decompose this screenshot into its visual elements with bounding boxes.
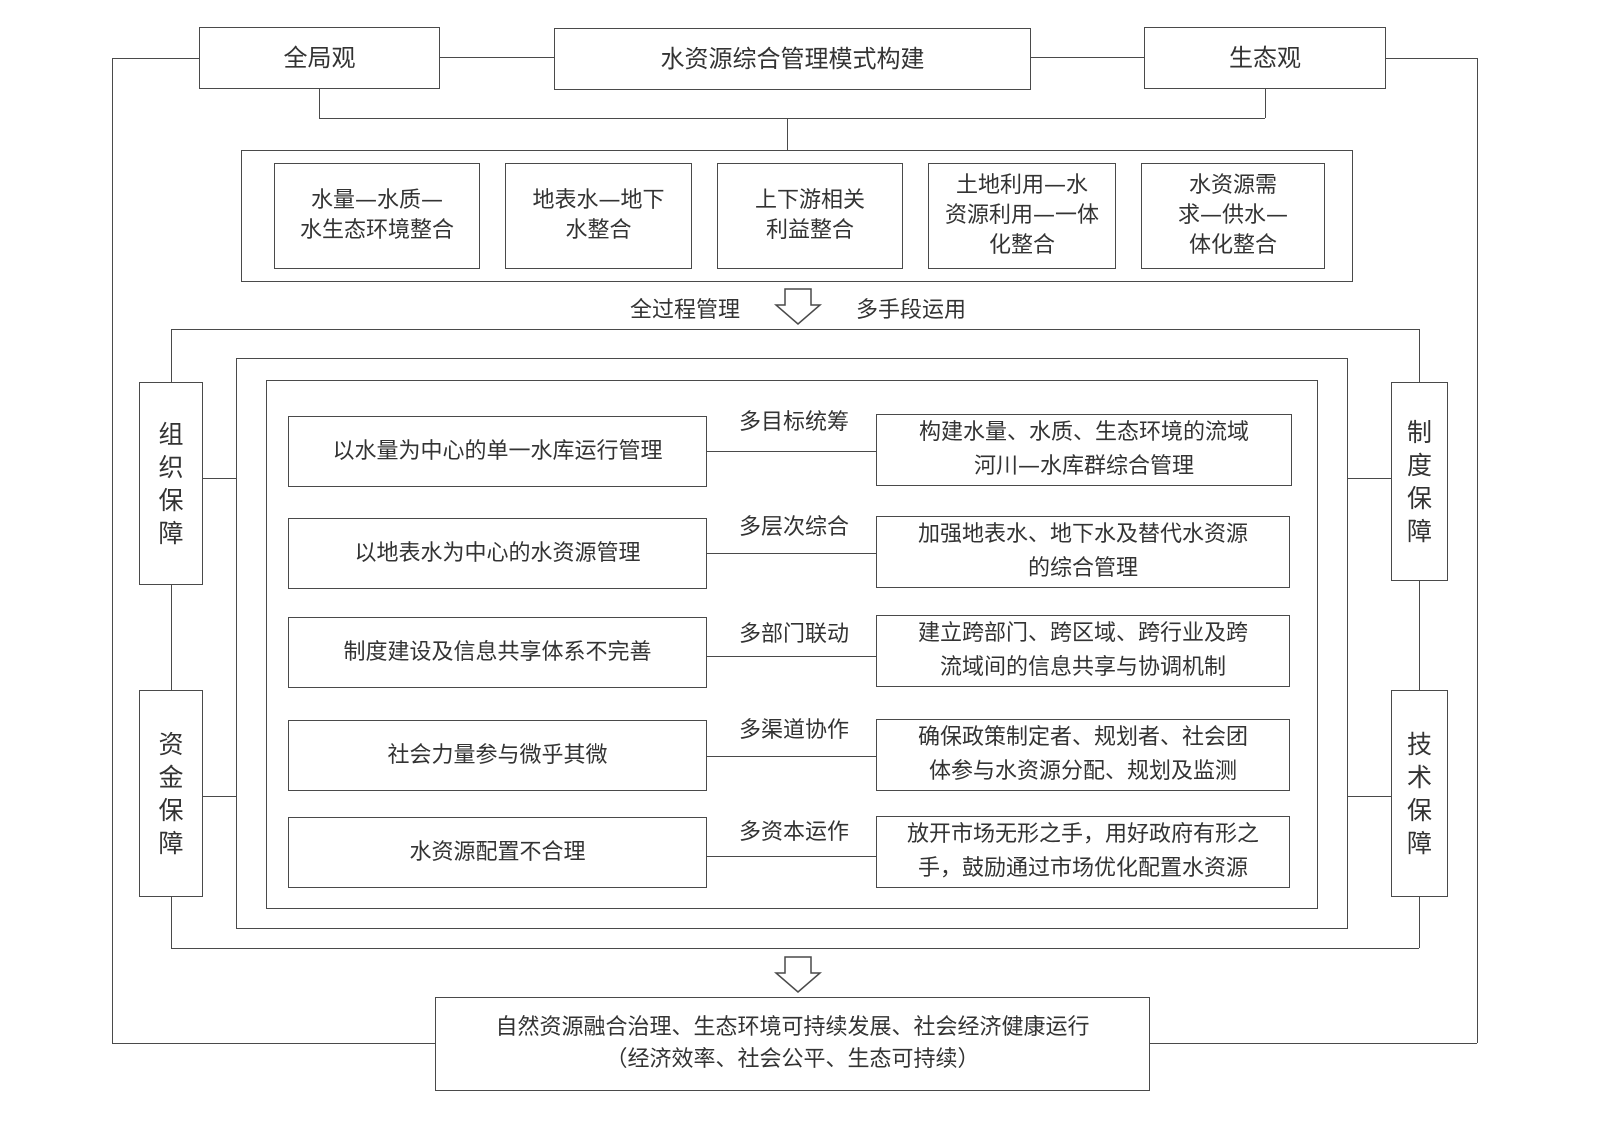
support-frame-right-upper [1419, 329, 1420, 382]
method-label-2: 多层次综合 [739, 515, 850, 540]
method-connector-1 [707, 451, 877, 452]
fund-support-box: 资 金 保 障 [139, 690, 203, 897]
system-support-box: 制 度 保 障 [1391, 382, 1448, 581]
global-view-label: 全局观 [283, 44, 356, 72]
outcome-line-1: 自然资源融合治理、生态环境可持续发展、社会经济健康运行 [495, 1015, 1090, 1040]
support-frame-right-mid [1419, 581, 1420, 690]
method-connector-4 [707, 756, 877, 757]
solution-box-4: 确保政策制定者、规划者、社会团 体参与水资源分配、规划及监测 [876, 719, 1290, 791]
method-connector-5 [707, 856, 877, 857]
outcome-box: 自然资源融合治理、生态环境可持续发展、社会经济健康运行 （经济效率、社会公平、生… [435, 997, 1150, 1091]
solution-box-1: 构建水量、水质、生态环境的流域 河川—水库群综合管理 [876, 414, 1292, 486]
system-connector [1348, 478, 1391, 479]
tech-connector [1348, 796, 1391, 797]
integration-box-5: 水资源需 求—供水— 体化整合 [1141, 163, 1325, 269]
solution-box-5: 放开市场无形之手，用好政府有形之 手，鼓励通过市场优化配置水资源 [876, 816, 1290, 888]
bracket-bar [319, 118, 1265, 119]
down-arrow-icon-bottom [773, 956, 823, 993]
down-arrow-icon [773, 288, 823, 325]
method-connector-3 [707, 656, 877, 657]
outcome-line-2: （经济效率、社会公平、生态可持续） [605, 1047, 980, 1072]
support-frame-bottom [171, 948, 1419, 949]
management-inner-frame [266, 380, 1318, 909]
arrow-label-left: 全过程管理 [630, 298, 741, 323]
tech-support-label: 技 术 保 障 [1406, 729, 1432, 858]
method-connector-2 [707, 553, 877, 554]
outer-line-right-bottom [1149, 1043, 1477, 1044]
bracket-stem [787, 118, 788, 150]
integration-box-3: 上下游相关 利益整合 [717, 163, 903, 269]
integration-label-5: 水资源需 求—供水— 体化整合 [1177, 173, 1288, 258]
problem-label-5: 水资源配置不合理 [409, 839, 586, 865]
solution-label-3: 建立跨部门、跨区域、跨行业及跨 流域间的信息共享与协调机制 [917, 621, 1248, 680]
outer-line-right [1477, 58, 1478, 1043]
problem-label-3: 制度建设及信息共享体系不完善 [343, 639, 652, 665]
integration-label-3: 上下游相关 利益整合 [754, 188, 865, 243]
problem-label-2: 以地表水为中心的水资源管理 [354, 540, 641, 566]
integration-label-2: 地表水—地下 水整合 [532, 188, 665, 243]
fund-connector [202, 796, 236, 797]
outer-line-left-top [112, 58, 200, 59]
title-box: 水资源综合管理模式构建 [554, 28, 1031, 90]
solution-label-1: 构建水量、水质、生态环境的流域 河川—水库群综合管理 [918, 420, 1249, 479]
problem-label-1: 以水量为中心的单一水库运行管理 [332, 438, 663, 464]
solution-label-2: 加强地表水、地下水及替代水资源 的综合管理 [917, 522, 1248, 581]
fund-support-label: 资 金 保 障 [158, 729, 184, 858]
ecology-view-box: 生态观 [1144, 27, 1386, 89]
support-frame-right-lower [1419, 897, 1420, 948]
management-outer-frame [236, 358, 1348, 929]
outer-line-left [112, 58, 113, 1043]
org-support-box: 组 织 保 障 [139, 382, 203, 585]
problem-label-4: 社会力量参与微乎其微 [387, 742, 608, 768]
problem-box-4: 社会力量参与微乎其微 [288, 720, 707, 791]
problem-box-1: 以水量为中心的单一水库运行管理 [288, 416, 707, 487]
integration-box-1: 水量—水质— 水生态环境整合 [274, 163, 480, 269]
solution-box-2: 加强地表水、地下水及替代水资源 的综合管理 [876, 516, 1290, 588]
integration-box-2: 地表水—地下 水整合 [505, 163, 692, 269]
problem-box-3: 制度建设及信息共享体系不完善 [288, 617, 707, 688]
integration-label-1: 水量—水质— 水生态环境整合 [299, 188, 454, 243]
integration-box-4: 土地利用—水 资源利用—一体 化整合 [928, 163, 1116, 269]
tech-support-box: 技 术 保 障 [1391, 690, 1448, 897]
support-frame-left-upper [171, 329, 172, 382]
top-connector-left [439, 57, 554, 58]
support-frame-top [171, 329, 1419, 330]
outer-line-right-top [1385, 58, 1477, 59]
org-connector [202, 478, 236, 479]
bracket-left [319, 88, 320, 118]
diagram-title: 水资源综合管理模式构建 [660, 45, 925, 73]
system-support-label: 制 度 保 障 [1406, 417, 1432, 546]
arrow-label-right: 多手段运用 [856, 298, 967, 323]
bracket-right [1265, 88, 1266, 118]
solution-box-3: 建立跨部门、跨区域、跨行业及跨 流域间的信息共享与协调机制 [876, 615, 1290, 687]
method-label-1: 多目标统筹 [739, 410, 850, 435]
method-label-4: 多渠道协作 [739, 718, 850, 743]
ecology-view-label: 生态观 [1229, 44, 1301, 72]
problem-box-5: 水资源配置不合理 [288, 817, 707, 888]
integration-label-4: 土地利用—水 资源利用—一体 化整合 [944, 173, 1099, 258]
method-label-3: 多部门联动 [739, 622, 850, 647]
problem-box-2: 以地表水为中心的水资源管理 [288, 518, 707, 589]
solution-label-5: 放开市场无形之手，用好政府有形之 手，鼓励通过市场优化配置水资源 [906, 822, 1259, 881]
method-label-5: 多资本运作 [739, 820, 850, 845]
integration-container [241, 150, 1353, 282]
org-support-label: 组 织 保 障 [158, 419, 184, 548]
support-frame-left-mid [171, 585, 172, 690]
solution-label-4: 确保政策制定者、规划者、社会团 体参与水资源分配、规划及监测 [917, 725, 1248, 784]
outer-line-left-bottom [112, 1043, 436, 1044]
support-frame-left-lower [171, 897, 172, 948]
top-connector-right [1030, 57, 1145, 58]
global-view-box: 全局观 [199, 27, 440, 89]
